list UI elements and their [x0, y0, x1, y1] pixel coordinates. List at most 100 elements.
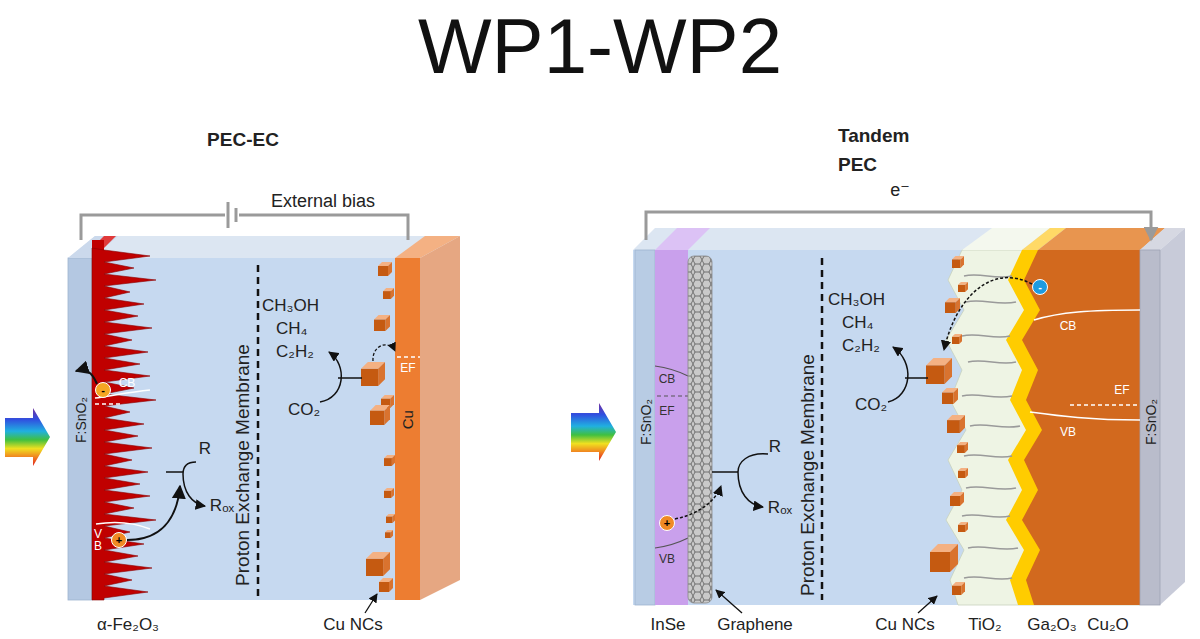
- reaction-arrows: [675, 486, 721, 519]
- copper-electrode: [395, 258, 420, 600]
- reaction-arrows: [76, 345, 395, 613]
- band-diagram: [95, 403, 120, 405]
- charge-sign: +: [116, 534, 122, 547]
- copper-electrode: [395, 236, 460, 600]
- charge-carriers: [660, 280, 1048, 531]
- nanowire-strands: [962, 395, 1012, 397]
- layer-label: F:SnO₂: [638, 400, 654, 446]
- light-arrow: [571, 403, 616, 461]
- band-label: VB: [659, 553, 675, 567]
- electrode-strip: F:SnO₂: [635, 240, 657, 605]
- reaction-arrows: [738, 454, 768, 507]
- reaction-arrows: [918, 596, 937, 613]
- layer-label: Ga₂O₃: [1027, 615, 1076, 635]
- layer-label: InSe: [651, 615, 686, 635]
- cu-nanocubes: [374, 315, 390, 331]
- page-title: WP1-WP2: [0, 0, 1200, 92]
- nanowire-strands: [968, 361, 1016, 363]
- species-label: R: [199, 439, 211, 459]
- reaction-arrows: [675, 278, 1032, 613]
- cu-nanocubes: [366, 552, 390, 576]
- cu-nanocubes: [950, 492, 964, 506]
- nanowire-strands: [962, 515, 1010, 517]
- battery-symbol: [227, 202, 230, 228]
- cu-nanocubes: [384, 455, 395, 466]
- cu-nanocubes: [384, 488, 394, 498]
- cu-nanocubes: [383, 288, 394, 299]
- band-label: EF: [659, 405, 674, 419]
- nanowire-strands: [968, 547, 1018, 549]
- band-label: CB: [119, 377, 136, 391]
- membrane-line: [258, 265, 259, 600]
- hematite-nanorods: [92, 236, 156, 600]
- band-diagram: [95, 390, 150, 529]
- product-label: CH₃OH: [828, 290, 885, 310]
- reactant-label: CO₂: [288, 400, 320, 420]
- reaction-arrows: [127, 486, 180, 540]
- band-label: CB: [1060, 320, 1077, 334]
- cu-nanocubes: [952, 582, 965, 595]
- charge-carriers: [660, 516, 675, 531]
- layer-label: F:SnO₂: [73, 397, 89, 443]
- cu-nanocubes: [926, 358, 952, 384]
- graphene-layer: [688, 256, 712, 603]
- product-label: C₂H₂: [842, 336, 880, 356]
- species-label: R: [769, 437, 781, 457]
- photocathode-layers: [946, 228, 1185, 605]
- charge-sign: +: [664, 517, 670, 530]
- cu-nanocubes: [942, 388, 958, 404]
- reaction-arrows: [183, 462, 205, 506]
- nanowire-strands: [962, 335, 1010, 337]
- charge-sign: -: [101, 384, 105, 397]
- reaction-arrows: [944, 278, 1032, 350]
- layer-label: Cu NCs: [323, 615, 383, 635]
- panel-heading: PEC-EC: [207, 126, 279, 155]
- reaction-arrows: [166, 471, 183, 473]
- tandem-cell: [1160, 228, 1185, 605]
- cu-nanocubes: [958, 282, 968, 292]
- band-label: VB: [1060, 426, 1076, 440]
- nanowire-strands: [970, 425, 1020, 427]
- cu-nanocubes: [930, 544, 958, 572]
- band-label: CB: [659, 373, 676, 387]
- layer-label: Cu: [399, 410, 416, 429]
- pec-ec-cell: [68, 258, 420, 600]
- battery-symbol: [235, 208, 238, 222]
- membrane-line: [257, 265, 260, 600]
- inse-layer: [655, 538, 688, 548]
- electrode-strip: F:SnO₂: [68, 240, 94, 600]
- band-label: V B: [93, 528, 103, 552]
- cu2o-bands: [1070, 404, 1140, 406]
- cu-nanocubes: [947, 415, 965, 433]
- photocathode-layers: [1140, 228, 1185, 250]
- product-label: C₂H₂: [276, 342, 314, 362]
- cu-nanocubes: [952, 256, 964, 268]
- membrane-label: Proton Exchange Membrane: [232, 344, 254, 586]
- charge-carriers: [1033, 280, 1048, 295]
- band-label: EF: [1114, 384, 1129, 398]
- membrane-label: Proton Exchange Membrane: [797, 354, 819, 596]
- nanowire-strands: [962, 275, 1020, 579]
- photocathode-layers: [1022, 250, 1140, 605]
- circuit-wire: [81, 215, 408, 240]
- cu-nanocubes: [386, 514, 395, 523]
- light-arrow: [5, 408, 50, 466]
- cu-nanocubes: [958, 522, 968, 532]
- layer-label: Cu₂O: [1087, 615, 1129, 635]
- electrode-strip: F:SnO₂: [1140, 240, 1162, 605]
- circuit-wire: [646, 212, 1151, 240]
- inse-layer: [655, 228, 710, 250]
- reaction-arrows: [712, 471, 738, 473]
- tandem-cell: [633, 250, 1160, 605]
- cu-nanocubes: [385, 530, 393, 538]
- inse-layer: [655, 250, 688, 605]
- species-label: Rₒₓ: [768, 498, 792, 518]
- cu2o-bands: [1034, 310, 1140, 320]
- cu2o-bands: [1030, 310, 1140, 420]
- graphene-layer: [688, 256, 712, 603]
- membrane-line: [821, 258, 824, 600]
- hematite-nanorods: [92, 248, 156, 600]
